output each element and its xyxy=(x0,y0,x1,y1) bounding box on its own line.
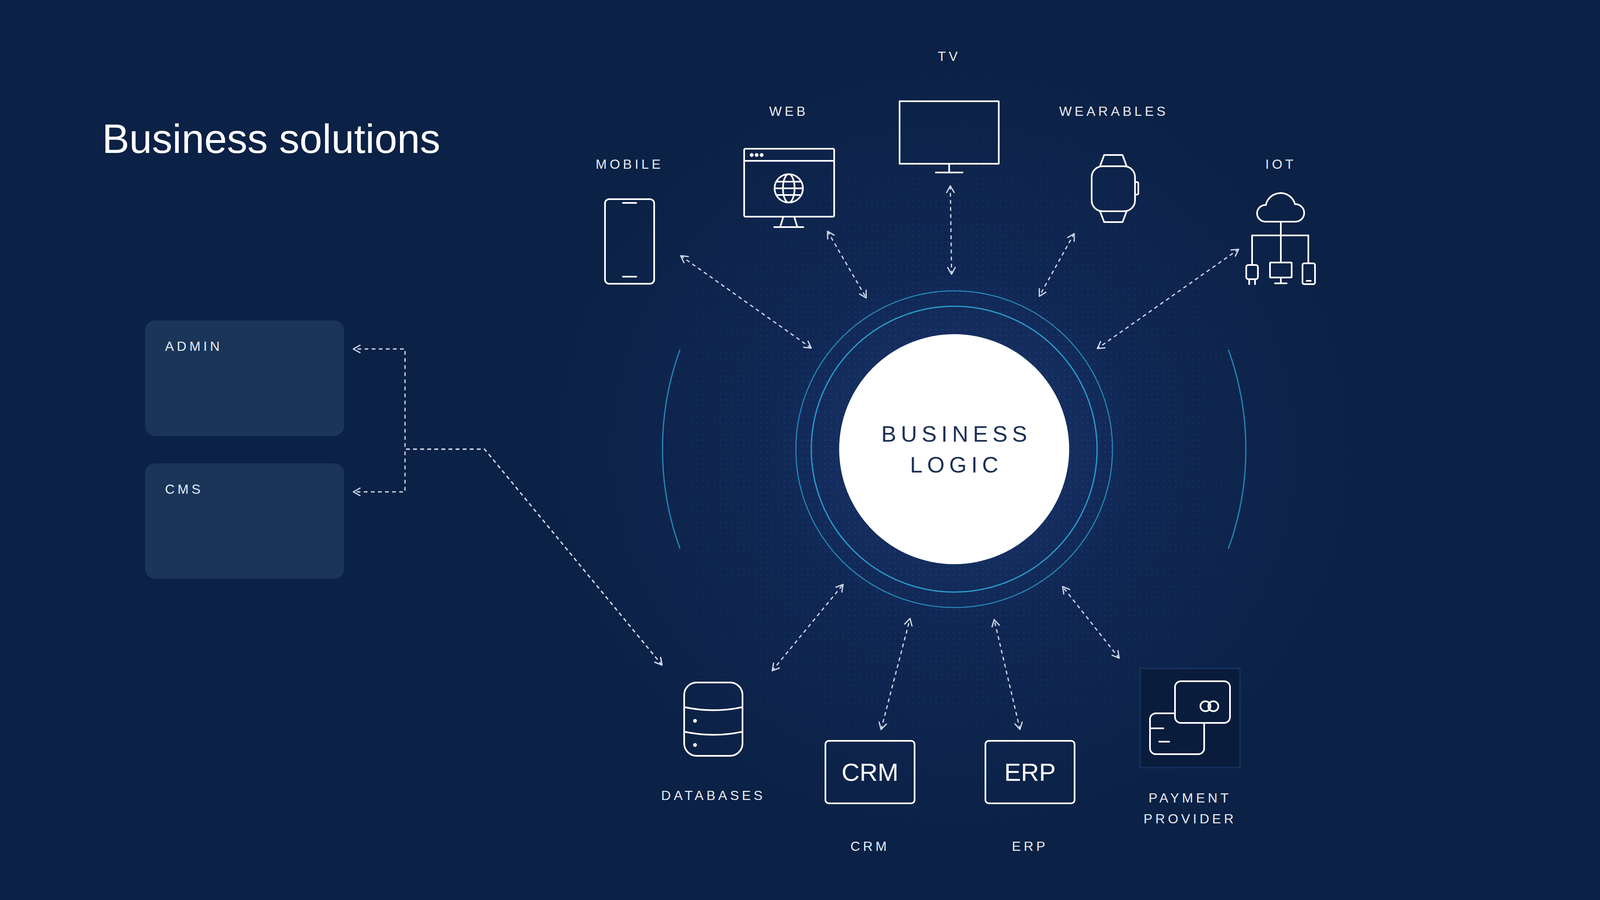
page-title: Business solutions xyxy=(102,118,441,160)
system-box: ADMIN xyxy=(145,320,345,436)
endpoint-node: MOBILE xyxy=(587,153,673,286)
node-label: WEB xyxy=(755,100,823,122)
dashed-connector xyxy=(1039,233,1075,297)
node-label: BUSINESS LOGIC xyxy=(860,418,1049,480)
web-icon xyxy=(744,148,835,228)
system-box: CRMCRM xyxy=(824,740,916,805)
endpoint-node: IOT xyxy=(1247,153,1315,286)
circle-fill xyxy=(839,334,1070,565)
endpoint-node: TV xyxy=(915,45,983,175)
node-label: CRM xyxy=(841,757,899,787)
tv-icon xyxy=(899,101,999,173)
endpoint-node: PAYMENT PROVIDER xyxy=(1112,666,1268,830)
node-label: CMS xyxy=(165,481,204,498)
mobile-icon xyxy=(605,199,655,284)
endpoint-node: WEB xyxy=(755,100,823,229)
dashed-connector xyxy=(1062,586,1120,659)
dashed-connector xyxy=(772,584,843,671)
circle-shape xyxy=(838,333,1070,565)
system-box: ERPERP xyxy=(984,740,1076,805)
dashed-connector xyxy=(353,349,663,666)
iot-icon xyxy=(1246,192,1315,285)
node-label: TV xyxy=(915,45,983,67)
node-label: DATABASES xyxy=(652,785,774,806)
node-label: WEARABLES xyxy=(1050,100,1177,122)
dashed-connector xyxy=(680,255,812,349)
dashed-connector xyxy=(881,618,911,730)
endpoint-node: WEARABLES xyxy=(1050,100,1177,225)
inner-ring xyxy=(811,306,1098,593)
node-label: IOT xyxy=(1247,153,1315,175)
left-arc xyxy=(662,349,680,549)
dashed-connector xyxy=(994,619,1020,730)
dashed-connector xyxy=(827,231,867,298)
dashed-connector xyxy=(353,449,663,665)
system-box: CMS xyxy=(145,463,345,579)
logic-circle: BUSINESS LOGIC xyxy=(838,333,1070,565)
node-label: PAYMENT PROVIDER xyxy=(1121,787,1259,830)
right-arc xyxy=(1228,349,1246,549)
node-label: MOBILE xyxy=(587,153,673,175)
node-label: ERP xyxy=(1004,757,1056,787)
dashed-connector xyxy=(950,185,952,275)
dot-texture xyxy=(541,62,1375,855)
payment-icon xyxy=(1140,668,1240,768)
node-caption: ERP xyxy=(944,835,1116,857)
wearable-icon xyxy=(1091,155,1139,223)
node-caption: CRM xyxy=(784,835,956,857)
outer-ring xyxy=(795,290,1113,608)
dashed-connector xyxy=(1097,249,1239,349)
endpoint-node: DATABASES xyxy=(652,679,774,806)
database-icon xyxy=(684,682,743,756)
node-label: ADMIN xyxy=(165,338,223,355)
